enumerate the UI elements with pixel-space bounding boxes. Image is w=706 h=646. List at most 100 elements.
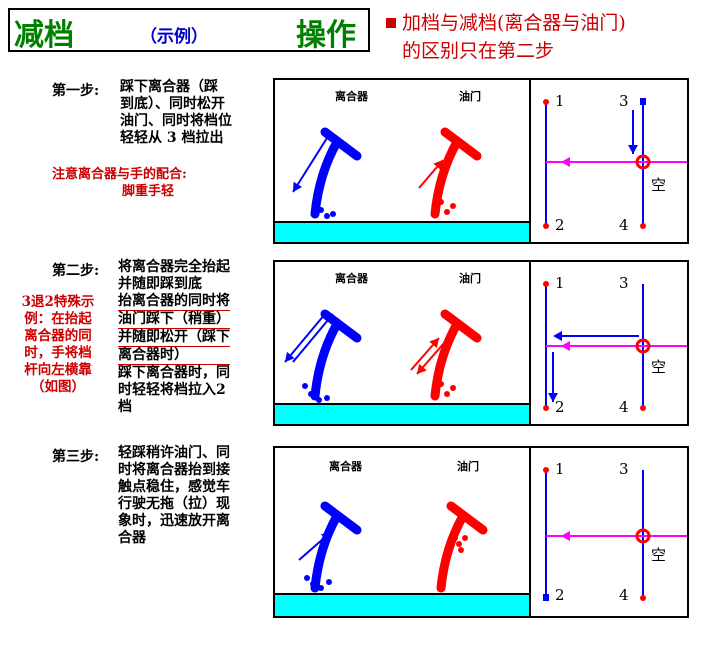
shift-knob <box>635 528 651 544</box>
step2-line: 时轻轻将档拉入2 <box>118 382 226 398</box>
gear-3-label: 3 <box>619 92 629 110</box>
step2-pedal-panel: 离合器 油门 <box>273 260 531 426</box>
shift-out-arrow-head <box>628 145 638 154</box>
step1-line: 踩下离合器（踩 <box>120 79 218 95</box>
step2-line: 并随即踩到底 <box>118 276 202 292</box>
throttle-pedal-motion-dot <box>450 203 456 209</box>
header-note-line2: 的区别只在第二步 <box>402 40 555 62</box>
shift-down-arrow-head <box>548 393 558 402</box>
step1-label: 第一步: <box>52 83 100 99</box>
neutral-label: 空 <box>651 176 667 194</box>
clutch-pedal-lever <box>310 319 342 401</box>
step3-line: 象时，迅速放开离 <box>118 513 230 529</box>
clutch-pedal-motion-dot <box>324 213 330 219</box>
throttle-pedal-motion-dot <box>458 547 464 553</box>
gear-position-dot <box>543 467 549 473</box>
clutch-pedal-motion-dot <box>304 575 310 581</box>
step3-line: 触点稳住，感觉车 <box>118 479 230 495</box>
step2-line: 并随即松开（踩下 <box>118 329 230 347</box>
shift-arrow-head <box>561 531 570 541</box>
gear-4-label: 4 <box>619 216 629 234</box>
step2-line: 档 <box>118 399 132 415</box>
throttle-pedal-motion-dot <box>462 535 468 541</box>
gear-position-dot <box>640 223 646 229</box>
clutch-pedal-motion-dot <box>330 211 336 217</box>
clutch-pedal-motion-dot <box>312 201 318 207</box>
step1-pedal-panel: 离合器 油门 <box>273 78 531 244</box>
step3-text: 轻踩稍许油门、同 时将离合器抬到接 触点稳住，感觉车 行驶无拖（拉）现 象时，迅… <box>118 445 230 547</box>
step2-side-note: 3退2特殊示 例：在抬起 离合器的同 时，手将档 杆向左横靠 （如图） <box>8 294 108 396</box>
diagram-svg <box>275 127 529 242</box>
clutch-pedal-motion-dot <box>302 383 308 389</box>
step2-text: 将离合器完全抬起 并随即踩到底 抬离合器的同时将 油门踩下（稍重） 并随即松开（… <box>118 259 230 416</box>
diagram-svg <box>543 281 687 411</box>
throttle-pedal-motion-dot <box>456 541 462 547</box>
gear-position-dot <box>543 99 549 105</box>
throttle-pedal-motion-dot <box>438 381 444 387</box>
throttle-pedal-pad <box>446 501 488 535</box>
step3-pedal-panel: 离合器 油门 <box>273 446 531 618</box>
throttle-label: 油门 <box>457 460 479 473</box>
gear-3-label: 3 <box>619 274 629 292</box>
step2-gear-panel: 1 3 2 4 空 <box>529 260 689 426</box>
clutch-pedal-motion-dot <box>326 579 332 585</box>
step1-note-line1: 注意离合器与手的配合: <box>52 167 187 182</box>
clutch-pedal-motion-dot <box>318 207 324 213</box>
neutral-label: 空 <box>651 358 667 376</box>
gear-4-label: 4 <box>619 398 629 416</box>
step3-gear-panel: 1 3 2 4 空 <box>529 446 689 618</box>
step1-note-line2: 脚重手轻 <box>122 184 175 199</box>
throttle-up-arrow-head <box>429 338 439 349</box>
clutch-pedal-motion-dot <box>324 395 330 401</box>
diagram-svg <box>275 309 529 424</box>
throttle-pedal-motion-dot <box>432 205 438 211</box>
shift-arrow-head <box>561 157 570 167</box>
step3-label: 第三步: <box>52 449 100 465</box>
gear-3-marker <box>640 98 646 105</box>
clutch-down-arrow <box>292 137 328 193</box>
side-note-line: 3退2特殊示 <box>21 294 95 310</box>
clutch-pedal-lever <box>310 511 342 593</box>
header-note-line1: 加档与减档(离合器与油门) <box>402 12 626 34</box>
floor-strip <box>275 404 529 424</box>
shift-knob <box>635 338 651 354</box>
clutch-pedal-pad <box>320 501 362 535</box>
clutch-up-arrow <box>284 313 326 363</box>
side-note-line: 杆向左横靠 <box>24 362 92 378</box>
side-note-line: （如图） <box>31 379 85 395</box>
clutch-pedal-motion-dot <box>310 581 316 587</box>
left-slide-arrow <box>553 331 562 341</box>
title-example: （示例） <box>140 27 208 47</box>
throttle-down-arrow-head <box>417 363 427 374</box>
throttle-pedal-motion-dot <box>438 199 444 205</box>
step2-line: 离合器时） <box>118 347 230 365</box>
step1-text: 踩下离合器（踩 到底）、同时松开 油门、同时将档位 轻轻从 3 档拉出 <box>120 79 232 147</box>
gear-2-label: 2 <box>555 398 565 416</box>
side-note-line: 离合器的同 <box>24 328 92 344</box>
step3-line: 行驶无拖（拉）现 <box>118 496 230 512</box>
throttle-pedal-motion-dot <box>452 535 458 541</box>
title-right: 操作 <box>296 18 356 53</box>
step3-line: 合器 <box>118 530 146 546</box>
gear-1-label: 1 <box>555 460 565 478</box>
title-box <box>8 8 370 52</box>
clutch-down-arrow-head <box>293 181 303 192</box>
clutch-pedal-motion-dot <box>316 397 322 403</box>
side-note-line: 时，手将档 <box>24 345 92 361</box>
clutch-label: 离合器 <box>335 90 368 103</box>
gear-1-label: 1 <box>555 92 565 110</box>
clutch-pedal-motion-dot <box>318 585 324 591</box>
gear-4-label: 4 <box>619 586 629 604</box>
step1-line: 油门、同时将档位 <box>120 113 232 129</box>
throttle-pedal-motion-dot <box>432 387 438 393</box>
diagram-svg <box>275 501 529 616</box>
step1-gear-panel: 1 3 2 4 空 <box>529 78 689 244</box>
gear-1-label: 1 <box>555 274 565 292</box>
shift-knob <box>635 154 651 170</box>
title-left: 减档 <box>14 18 74 53</box>
floor-strip <box>275 222 529 242</box>
step2-line: 踩下离合器时，同 <box>118 365 230 381</box>
diagram-svg <box>543 98 687 229</box>
gear-position-dot <box>543 223 549 229</box>
gear-position-dot <box>543 281 549 287</box>
